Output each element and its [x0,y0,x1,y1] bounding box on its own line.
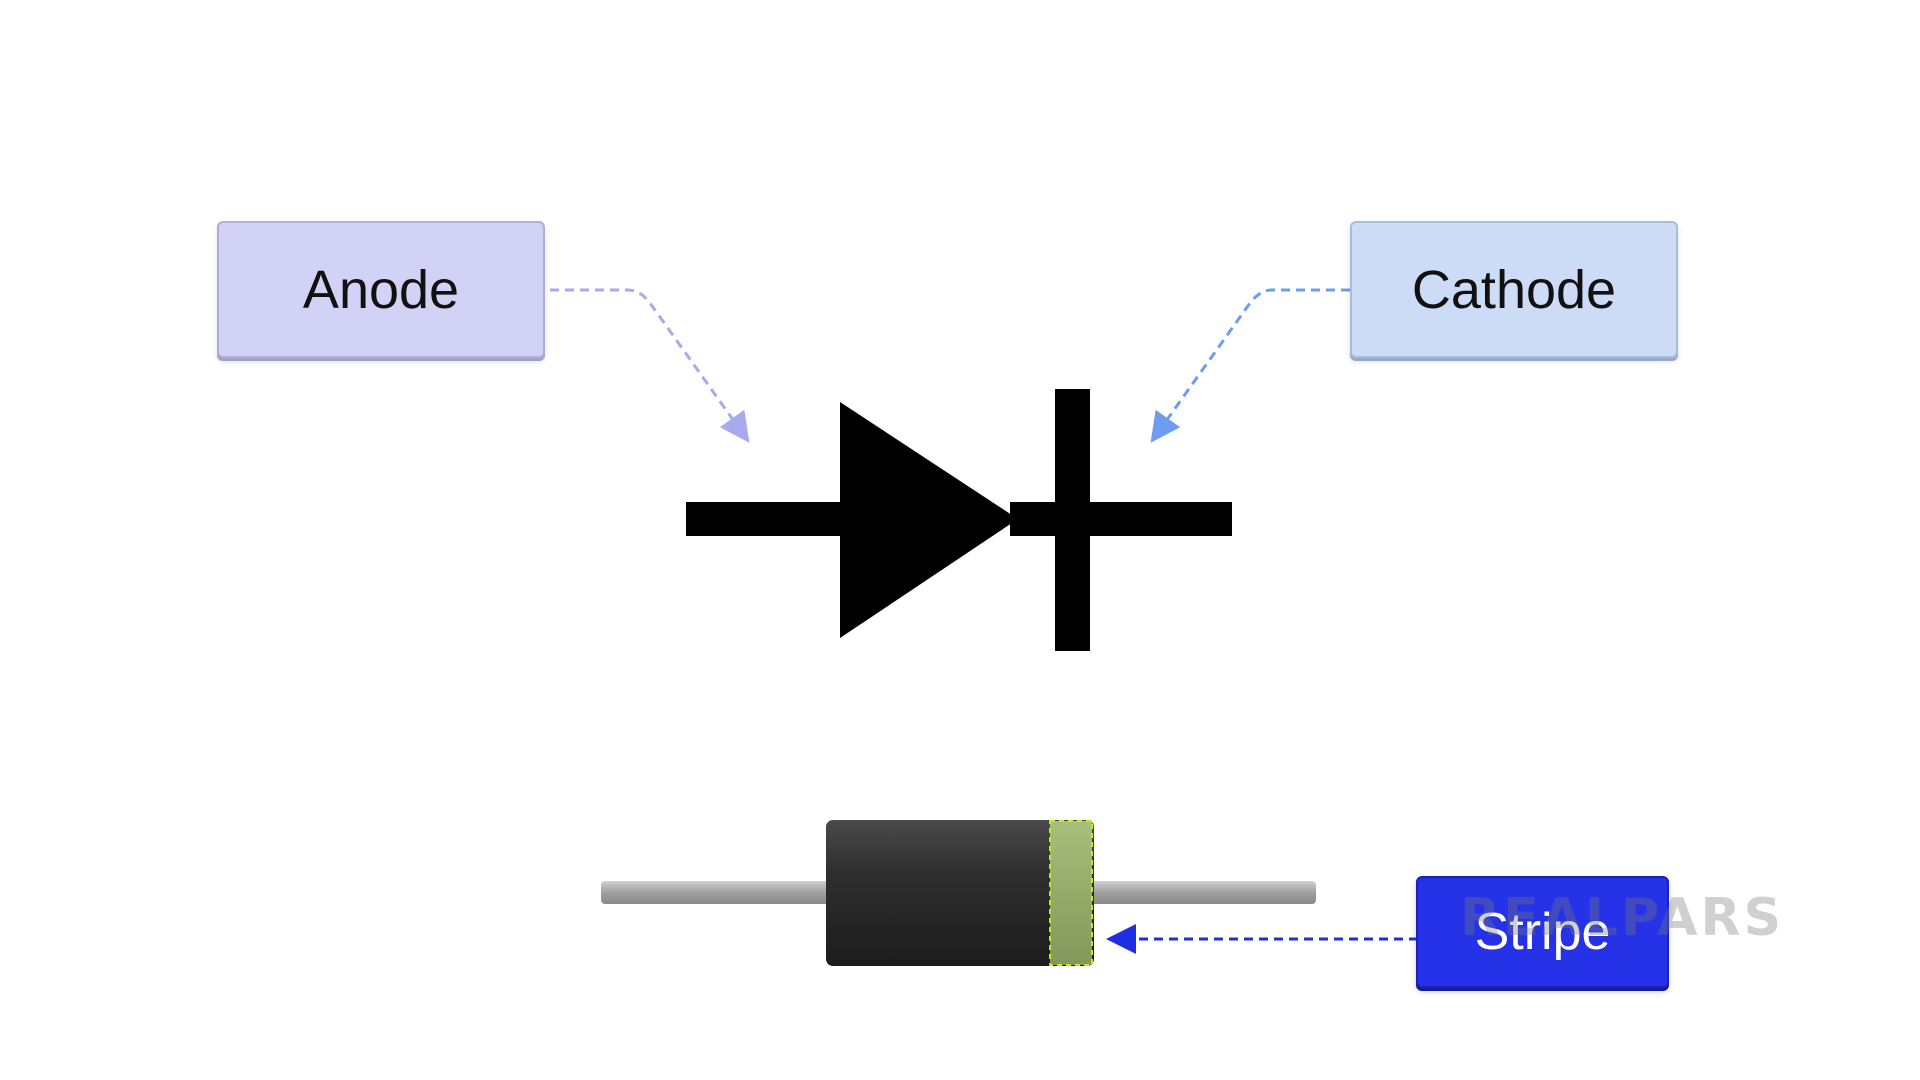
diode-stripe-band [1049,820,1093,966]
cathode-arrow [1150,288,1350,443]
anode-arrow [550,288,750,443]
anode-label-box: Anode [217,221,545,358]
cathode-label-box: Cathode [1350,221,1678,358]
diode-symbol [686,389,1232,651]
stripe-label: Stripe [1474,903,1611,961]
diode-lead-left [601,881,831,904]
diode-symbol-triangle [840,402,1018,638]
diode-symbol-cathode-bar [1055,389,1090,651]
diode-component [601,820,1316,966]
diode-symbol-lead-right [1010,502,1232,536]
diode-body [826,820,1094,966]
diode-symbol-lead-left [686,502,842,536]
cathode-label: Cathode [1411,259,1617,320]
stripe-label-box: Stripe [1416,876,1669,988]
diode-lead-right [1088,881,1316,904]
anode-label: Anode [302,259,460,320]
